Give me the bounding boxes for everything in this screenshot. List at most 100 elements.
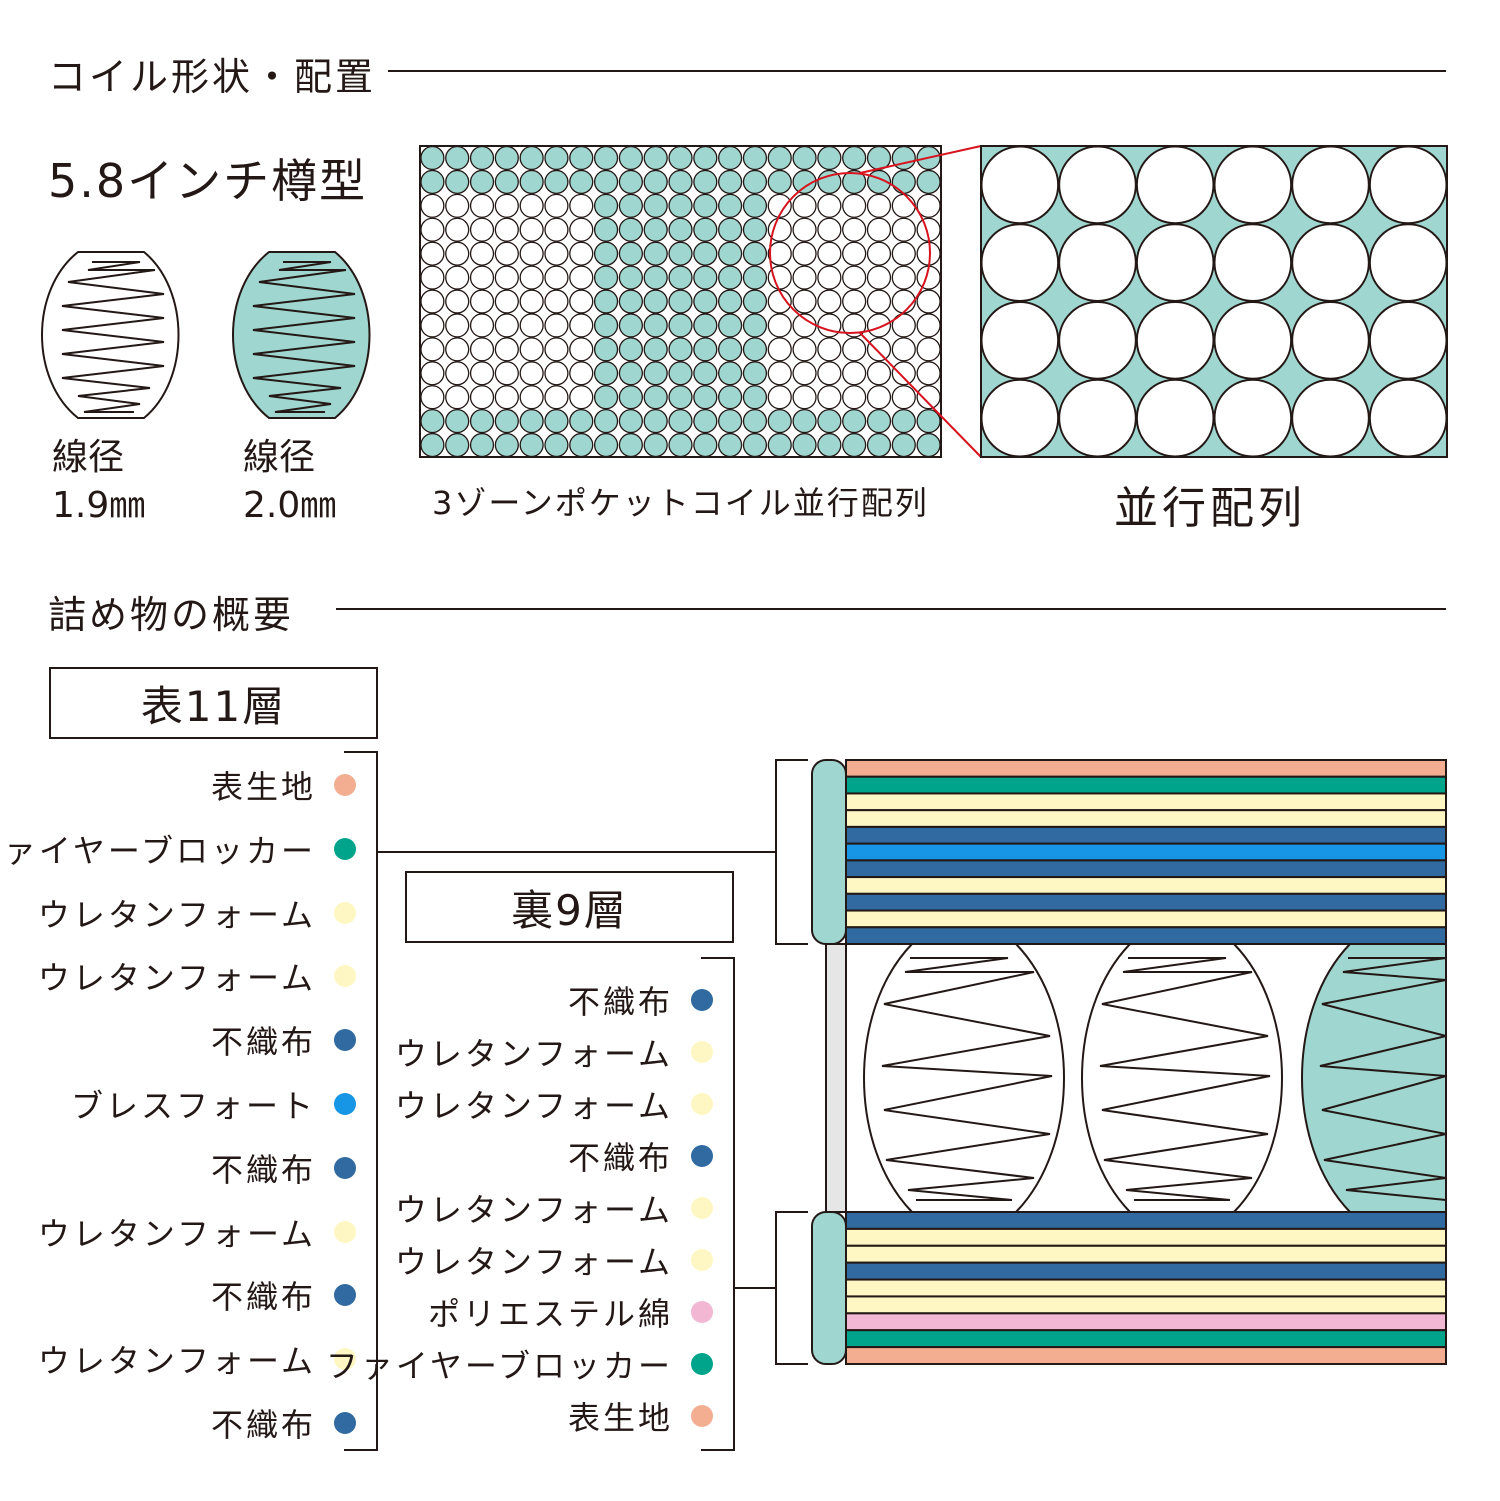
top-layer-stack <box>845 759 1447 946</box>
coil-cell <box>668 169 693 194</box>
coil-cell <box>891 385 916 410</box>
coil-cell <box>544 361 569 386</box>
layer-item: ポリエステル綿 <box>427 1292 713 1333</box>
layer-label: ファイヤーブロッカー <box>0 831 316 870</box>
layer-item: 不織布 <box>211 1148 356 1189</box>
coil-cell <box>742 241 768 266</box>
section-layer-top-6 <box>845 859 1447 879</box>
layer-color-dot <box>334 1156 356 1179</box>
layer-item: 表生地 <box>211 765 356 806</box>
coil-cell <box>544 385 569 410</box>
coil-cell <box>891 409 916 434</box>
coil-cell <box>767 361 792 386</box>
coil-cell <box>618 409 643 434</box>
layer-item: 不織布 <box>211 1020 356 1061</box>
layer-label: 表生地 <box>567 1399 673 1437</box>
coil-cell <box>693 361 718 386</box>
coil-cell <box>842 313 867 338</box>
zoom-coil-cell <box>1135 145 1215 225</box>
layer-label: 不織布 <box>210 1406 316 1444</box>
layer-color-dot <box>334 1220 356 1243</box>
bottom-layer-list: 不織布ウレタンフォームウレタンフォーム不織布ウレタンフォームウレタンフォームポリ… <box>326 0 713 1501</box>
coil-cell <box>792 361 817 386</box>
coil-cell <box>469 169 495 194</box>
coil-cell <box>593 337 619 362</box>
coil-cell <box>742 289 768 314</box>
coil-cell <box>817 169 842 194</box>
coil-cell <box>817 337 842 362</box>
bottom-list-bracket <box>701 957 735 1451</box>
coil-cell <box>842 241 867 266</box>
coil-cell <box>643 385 668 410</box>
layer-label: ポリエステル綿 <box>427 1295 673 1333</box>
coil-cell <box>445 313 470 338</box>
spring-2-label-line1: 線径 <box>243 437 316 478</box>
coil-cell <box>445 337 470 362</box>
coil-cell <box>469 241 495 266</box>
coil-cell <box>494 385 519 410</box>
coil-cell <box>916 169 941 194</box>
layer-color-dot <box>691 1197 713 1219</box>
layer-item: ウレタンフォーム <box>38 1339 356 1380</box>
coil-cell <box>866 409 892 434</box>
coil-cell <box>718 193 743 218</box>
coil-cell <box>916 409 941 434</box>
layer-color-dot <box>334 901 356 924</box>
section-layer-top-5 <box>845 842 1447 862</box>
coil-cell <box>494 169 519 194</box>
section-layer-top-4 <box>845 825 1447 845</box>
coil-cell <box>916 289 941 314</box>
coil-cell <box>718 217 743 242</box>
coil-cell <box>817 313 842 338</box>
layer-color-dot <box>334 1412 356 1434</box>
layer-color-dot <box>691 1249 713 1271</box>
layer-label: 不織布 <box>567 1139 673 1177</box>
coil-cell <box>693 265 718 290</box>
coil-cell <box>643 289 668 314</box>
coil-cell <box>569 241 594 266</box>
section-layer-bottom-2 <box>845 1244 1447 1264</box>
section-layer-bottom-0 <box>845 1211 1447 1230</box>
coil-cell <box>593 265 619 290</box>
coil-cell <box>668 265 693 290</box>
coil-cell <box>767 145 792 171</box>
coil-cell <box>668 289 693 314</box>
spring-2-label: 線径 2.0㎜ <box>243 434 336 530</box>
layer-color-dot <box>334 1284 356 1307</box>
zoom-coil-cell <box>1213 145 1293 225</box>
coil-cell <box>569 193 594 218</box>
coil-cell <box>693 409 718 434</box>
zoom-coil-cell <box>1058 301 1137 380</box>
coil-cell <box>593 217 619 242</box>
coil-cell <box>767 385 792 410</box>
spring-1-label-line2: 1.9㎜ <box>52 485 146 526</box>
coil-cell <box>842 265 867 290</box>
coil-cell <box>643 313 668 338</box>
layer-color-dot <box>691 1145 713 1167</box>
coil-cell <box>792 313 817 338</box>
zoom-coil-cell <box>1291 378 1370 458</box>
coil-cell <box>842 145 867 171</box>
coil-cell <box>891 241 916 266</box>
coil-cell <box>544 409 569 434</box>
coil-cell <box>916 361 941 386</box>
zoom-coil-cell <box>980 378 1060 458</box>
layer-item: 不織布 <box>210 1403 356 1444</box>
coil-cell <box>668 409 693 434</box>
coil-cell <box>544 289 569 314</box>
layer-item: 不織布 <box>211 1275 356 1316</box>
coil-cell <box>469 409 495 434</box>
coil-cell <box>742 169 768 194</box>
zoom-coil-cell <box>1213 223 1293 302</box>
coil-cell <box>767 217 792 242</box>
coil-cell <box>668 193 693 218</box>
coil-cell <box>866 265 892 290</box>
layer-label: ウレタンフォーム <box>394 1243 673 1281</box>
coil-cell <box>494 289 519 314</box>
coil-cell <box>891 432 916 458</box>
zoom-coil-cell <box>1368 145 1448 225</box>
layer-item: 不織布 <box>568 980 713 1021</box>
coil-cell <box>469 193 495 218</box>
coil-cell <box>842 193 867 218</box>
coil-cell <box>891 265 916 290</box>
